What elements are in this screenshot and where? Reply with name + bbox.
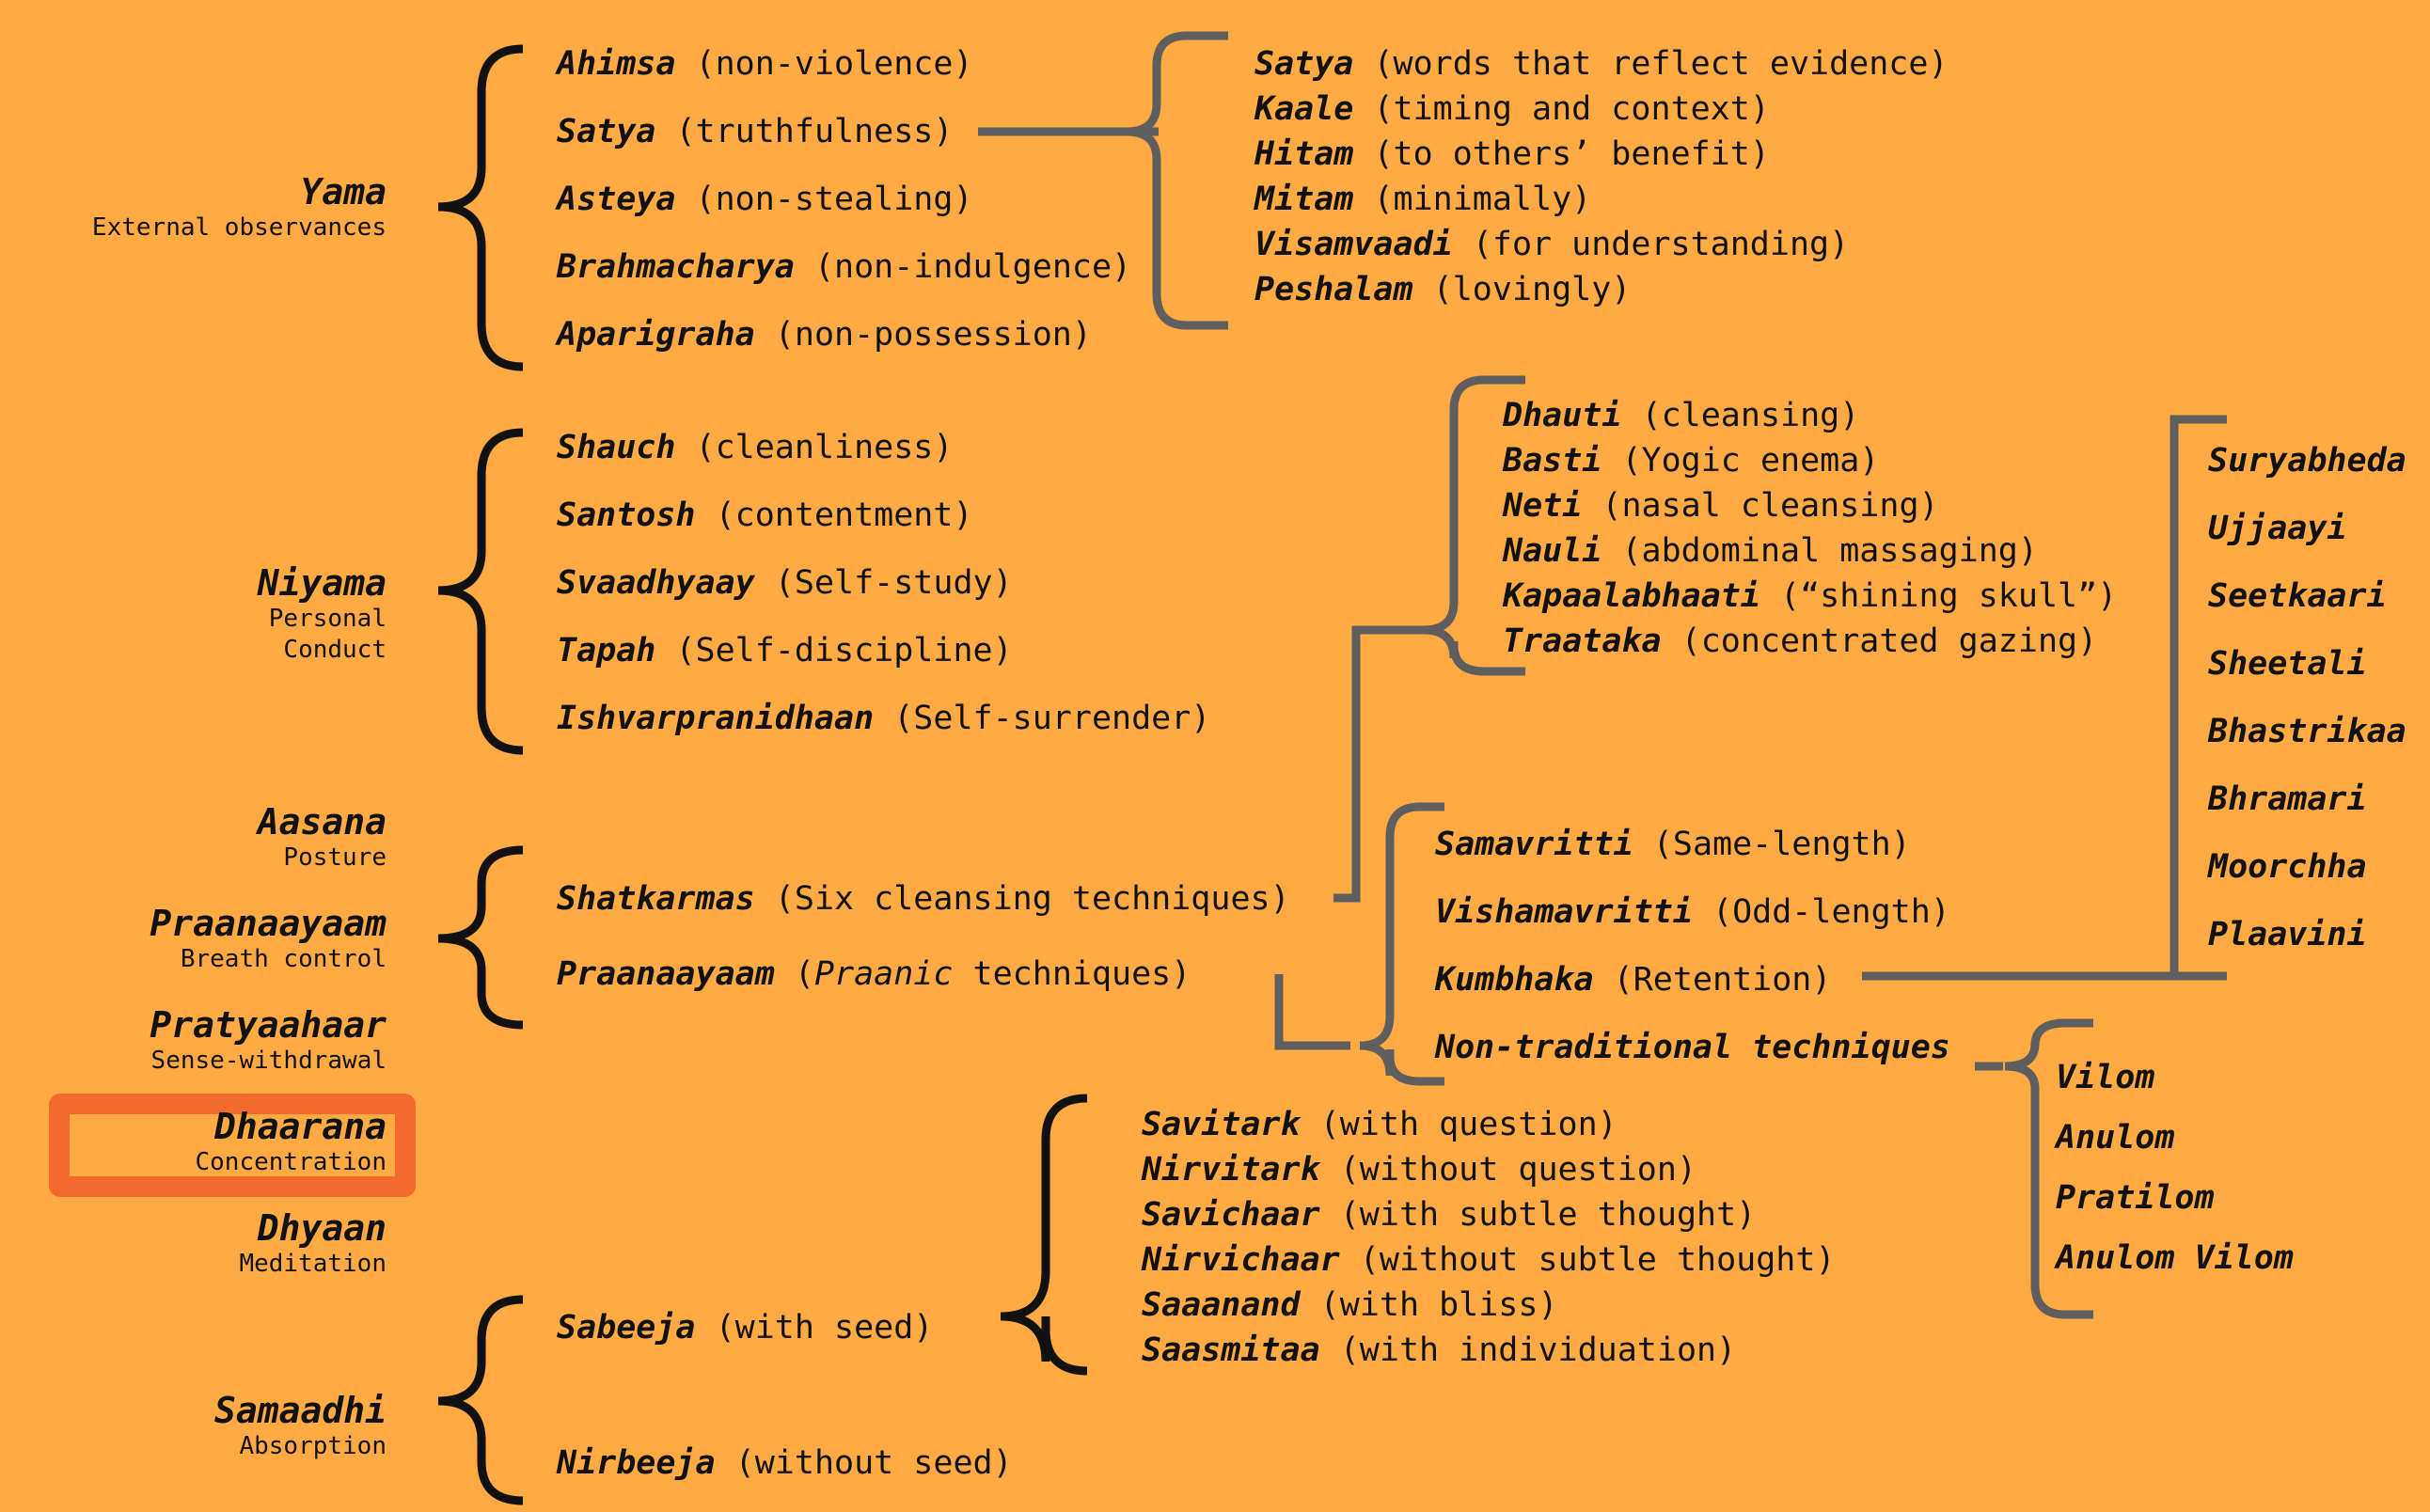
limb-name: Yama — [300, 171, 387, 213]
limb-desc: Concentration — [195, 1148, 387, 1176]
satya-brace — [1126, 31, 1228, 330]
praanaayaam-brace — [437, 845, 524, 1030]
niyama-item: Svaadhyaay (Self-study) — [557, 564, 1013, 602]
nontrad-item: Anulom Vilom — [2056, 1239, 2294, 1277]
shatkarma-connector — [1333, 625, 1428, 903]
limb-desc: Meditation — [239, 1250, 387, 1278]
satya-item: Visamvaadi (for understanding) — [1254, 226, 1850, 263]
satya-item: Satya (words that reflect evidence) — [1254, 45, 1949, 83]
kumbhaka-item: Seetkaari — [2208, 577, 2387, 615]
shatkarma-item: Traataka (concentrated gazing) — [1503, 622, 2098, 660]
praana-item: Praanaayaam (Praanic techniques) — [557, 955, 1191, 993]
kumbhaka-item: Bhramari — [2208, 780, 2367, 818]
sabeeja-item: Saaanand (with bliss) — [1142, 1286, 1558, 1324]
shatkarma-item: Dhauti (cleansing) — [1503, 397, 1860, 434]
nontrad-item: Pratilom — [2056, 1179, 2215, 1217]
satya-item: Kaale (timing and context) — [1254, 90, 1770, 128]
sabeeja-item: Savichaar (with subtle thought) — [1142, 1196, 1757, 1234]
limb-desc: External observances — [91, 213, 387, 242]
kumbhaka-item: Plaavini — [2208, 916, 2367, 953]
yama-item: Ahimsa (non-violence) — [557, 45, 973, 83]
niyama-item: Ishvarpranidhaan (Self-surrender) — [557, 700, 1211, 737]
limb-pratyaahaar: Pratyaahaar Sense-withdrawal — [150, 1004, 387, 1077]
sabeeja-item: Saasmitaa (with individuation) — [1142, 1331, 1737, 1369]
limb-name: Aasana — [257, 801, 387, 843]
kumbhaka-item: Sheetali — [2208, 645, 2367, 683]
sabeeja-item: Nirvitark (without question) — [1142, 1151, 1697, 1189]
niyama-item: Tapah (Self-discipline) — [557, 632, 1013, 669]
limb-desc: Absorption — [239, 1432, 387, 1460]
limb-name: Pratyaahaar — [150, 1004, 387, 1046]
kumbhaka-item: Bhastrikaa — [2208, 713, 2406, 750]
samaadhi-item: Sabeeja (with seed) — [557, 1309, 934, 1347]
praanic-item: Samavritti (Same-length) — [1435, 826, 1911, 863]
nontrad-brace — [2004, 1018, 2093, 1319]
yama-item: Aparigraha (non-possession) — [557, 316, 1092, 354]
samaadhi-brace — [437, 1295, 524, 1505]
limb-yama: Yama External observances — [92, 171, 387, 244]
praanic-item: Kumbhaka (Retention) — [1435, 961, 1832, 999]
limb-samaadhi: Samaadhi Absorption — [214, 1390, 387, 1462]
satya-item: Peshalam (lovingly) — [1254, 271, 1632, 308]
niyama-brace — [437, 428, 524, 755]
yama-item: Brahmacharya (non-indulgence) — [557, 248, 1132, 286]
sabeeja-brace-full — [1041, 1316, 1088, 1376]
niyama-item: Shauch (cleanliness) — [557, 429, 954, 466]
limb-desc: Personal Conduct — [268, 605, 387, 664]
shatkarma-brace — [1423, 375, 1525, 676]
praanic-brace — [1359, 802, 1444, 1086]
limb-name: Samaadhi — [213, 1390, 387, 1431]
satya-item: Mitam (minimally) — [1254, 181, 1592, 218]
limb-dhyaan: Dhyaan Meditation — [239, 1207, 387, 1280]
shatkarma-item: Neti (nasal cleansing) — [1503, 487, 1939, 525]
sabeeja-brace — [1000, 1094, 1088, 1362]
limb-niyama: Niyama Personal Conduct — [198, 562, 387, 666]
praanic-item: Non-traditional techniques — [1435, 1029, 1950, 1066]
dhaarana-highlight-box — [49, 1094, 416, 1197]
praanic-connector — [1274, 974, 1350, 1050]
limb-praanaayaam: Praanaayaam Breath control — [150, 903, 387, 975]
limb-name: Niyama — [257, 562, 387, 604]
yama-item: Asteya (non-stealing) — [557, 181, 973, 218]
nontrad-item: Vilom — [2056, 1059, 2155, 1096]
limb-name: Praanaayaam — [150, 903, 387, 944]
praana-item: Shatkarmas (Six cleansing techniques) — [557, 880, 1290, 918]
satya-item: Hitam (to others’ benefit) — [1254, 135, 1770, 173]
niyama-item: Santosh (contentment) — [557, 496, 973, 534]
kumbhaka-item: Suryabheda — [2208, 442, 2406, 480]
nontrad-item: Anulom — [2056, 1119, 2175, 1157]
kumbhaka-item: Ujjaayi — [2208, 510, 2347, 547]
yama-item: Satya (truthfulness) — [557, 113, 954, 150]
sabeeja-item: Nirvichaar (without subtle thought) — [1142, 1241, 1836, 1279]
limb-dhaarana: Dhaarana Concentration — [196, 1106, 387, 1178]
limb-aasana: Aasana Posture — [258, 801, 387, 874]
shatkarma-item: Kapaalabhaati (“shining skull”) — [1503, 577, 2118, 615]
limb-name: Dhyaan — [257, 1207, 387, 1249]
praanic-item: Vishamavritti (Odd-length) — [1435, 893, 1950, 931]
kumbhaka-item: Moorchha — [2208, 848, 2367, 886]
shatkarma-item: Basti (Yogic enema) — [1503, 442, 1880, 480]
limb-desc: Breath control — [180, 945, 387, 973]
yama-brace — [437, 44, 524, 371]
shatkarma-item: Nauli (abdominal massaging) — [1503, 532, 2038, 570]
sabeeja-item: Savitark (with question) — [1142, 1106, 1617, 1143]
samaadhi-item: Nirbeeja (without seed) — [557, 1444, 1013, 1482]
limb-desc: Posture — [283, 843, 387, 872]
limb-name: Dhaarana — [213, 1106, 387, 1147]
kumbhaka-bracket — [2170, 415, 2227, 981]
limb-desc: Sense-withdrawal — [150, 1047, 387, 1075]
